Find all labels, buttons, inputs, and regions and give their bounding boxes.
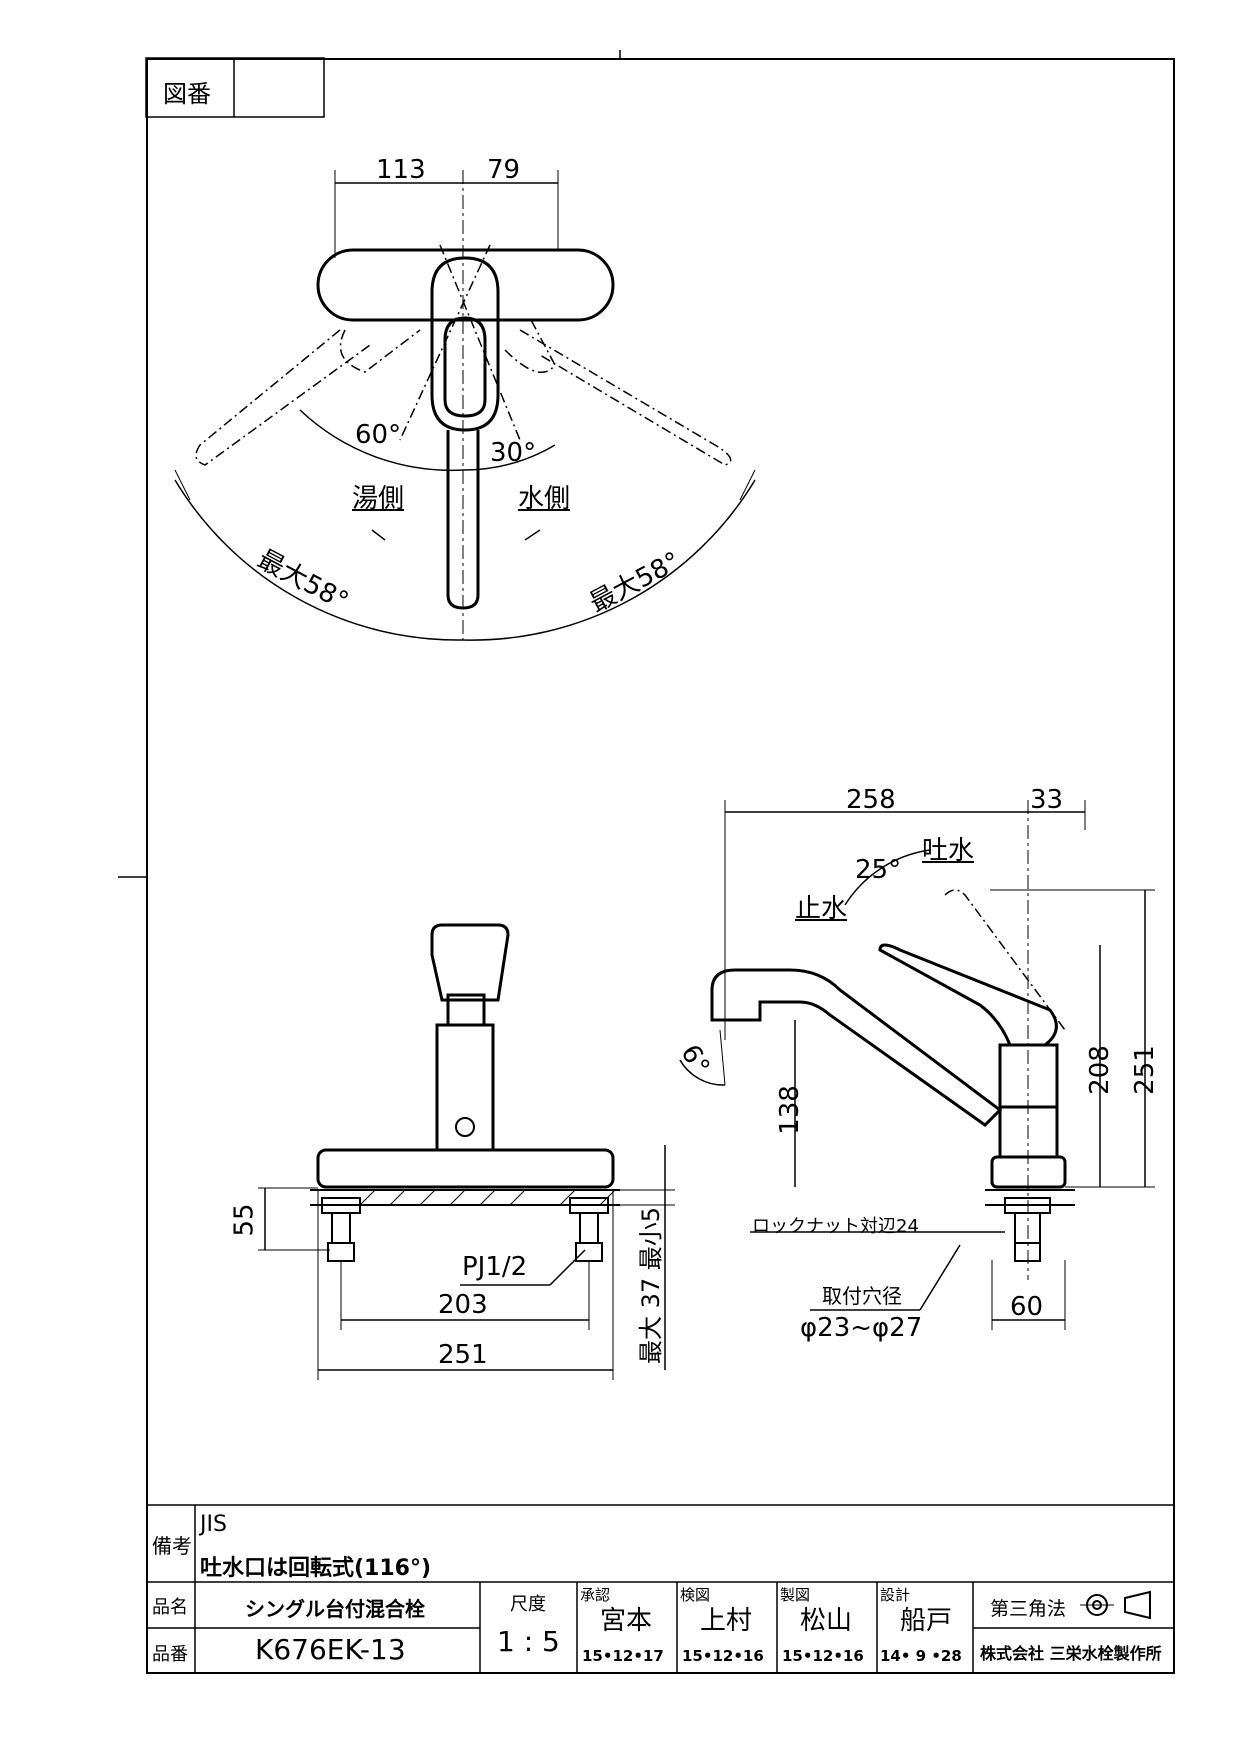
product-number-label: 品番 [152,1644,188,1665]
notes-line1: JIS [200,1512,227,1537]
label-stop: 止水 [795,894,848,924]
front-view-drawing [258,923,675,1380]
dim-vertical-range: 最大 37 最小5 [637,1206,666,1365]
approve-date: 15•12•17 [582,1647,664,1665]
drafting-date: 15•12•16 [782,1647,864,1665]
angle-hot: 60° [355,420,402,450]
plan-view-drawing [174,170,756,641]
company-name: 株式会社 三栄水栓製作所 [980,1644,1162,1663]
drawing-number-label: 図番 [163,80,211,108]
hole-label: 取付穴径 [822,1284,902,1308]
scale-value: 1 : 5 [497,1625,560,1658]
dim-251-front: 251 [438,1340,488,1370]
design-date: 14• 9 •28 [880,1647,962,1665]
dim-55: 55 [229,1203,260,1237]
title-block-lines [146,1504,1175,1674]
hole-value: φ23~φ27 [800,1313,923,1343]
label-hot-side: 湯側 [352,484,405,514]
drafting-label: 製図 [780,1586,811,1604]
approve-label: 承認 [580,1586,611,1604]
approve-name: 宮本 [600,1606,653,1636]
design-label: 設計 [880,1586,911,1604]
dim-251-side: 251 [1129,1045,1160,1095]
drawing-frame [146,58,1175,1674]
label-cold-side: 水側 [518,484,571,514]
dim-208: 208 [1084,1045,1115,1095]
projection-label: 第三角法 [990,1598,1067,1620]
product-number-value: K676EK-13 [255,1633,406,1666]
product-name-label: 品名 [152,1597,188,1618]
side-view-drawing [679,800,1155,1330]
notes-line2: 吐水口は回転式(116°) [200,1556,432,1581]
product-name-value: シングル台付混合栓 [245,1597,425,1621]
angle-25: 25° [855,855,902,885]
dim-203: 203 [438,1290,488,1320]
label-spout: 吐水 [922,836,975,866]
dim-138: 138 [774,1085,805,1135]
dim-33: 33 [1030,785,1064,815]
dim-258: 258 [846,785,896,815]
design-name: 船戸 [900,1606,953,1636]
drafting-name: 松山 [800,1606,853,1636]
notes-label: 備考 [152,1534,192,1558]
angle-cold: 30° [490,438,537,468]
check-name: 上村 [700,1606,753,1636]
locknut-label: ロックナット対辺24 [752,1216,919,1237]
check-label: 検図 [680,1586,711,1604]
check-date: 15•12•16 [682,1647,764,1665]
dim-60: 60 [1010,1292,1044,1322]
thread-size: PJ1/2 [462,1252,528,1282]
scale-label: 尺度 [510,1594,546,1615]
dim-113: 113 [376,155,426,185]
dim-79: 79 [487,155,521,185]
